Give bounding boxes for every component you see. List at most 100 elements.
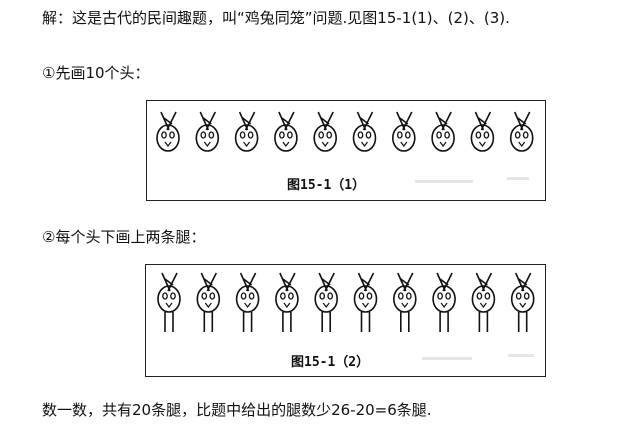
eye-left: [357, 131, 364, 139]
eye-right: [170, 292, 176, 300]
beak: [321, 141, 329, 147]
head-outline: [471, 285, 496, 313]
chicken-head: [234, 111, 259, 152]
head-outline: [314, 285, 338, 313]
ear-strokes: [396, 111, 413, 131]
ear-strokes: [475, 272, 493, 292]
beak: [518, 141, 526, 147]
head-outline: [274, 124, 298, 152]
eye-right: [366, 292, 373, 300]
beak: [400, 141, 408, 147]
eye-right: [209, 292, 216, 300]
beak: [243, 141, 251, 147]
ear-strokes: [279, 272, 296, 292]
eye-right: [326, 131, 333, 139]
chicken-head: [352, 111, 377, 152]
head-outline: [157, 285, 181, 313]
eye-left: [476, 292, 483, 300]
scan-speck: [422, 357, 472, 360]
chicken-head: [391, 111, 416, 152]
eye-left: [162, 292, 168, 300]
beak: [439, 141, 447, 147]
ear-strokes: [397, 272, 414, 292]
eye-left: [239, 131, 246, 139]
head-outline: [313, 124, 337, 152]
head-outline: [196, 285, 221, 313]
scan-speck: [508, 354, 534, 357]
beak: [165, 302, 173, 308]
chicken-head: [509, 111, 534, 152]
eye-left: [201, 292, 208, 300]
eye-left: [358, 292, 365, 300]
eye-right: [247, 131, 254, 139]
eye-left: [240, 292, 247, 300]
head-outline: [275, 285, 299, 313]
ear-strokes: [238, 111, 256, 131]
solution-intro-text: 解：这是古代的民间趣题，叫“鸡兔同笼”问题.见图15-1(1)、(2)、(3).: [42, 9, 510, 27]
ear-strokes: [278, 111, 295, 131]
beak: [283, 302, 291, 308]
ear-strokes: [317, 111, 334, 131]
beak: [204, 302, 212, 308]
eye-left: [437, 292, 443, 300]
eye-left: [279, 131, 285, 139]
figure-15-1-1: 图15-1（1）: [146, 100, 546, 201]
ear-strokes: [514, 272, 532, 292]
eye-right: [327, 292, 334, 300]
chicken-head: [196, 272, 221, 332]
beak: [519, 302, 527, 308]
eye-right: [288, 292, 294, 300]
head-outline: [234, 124, 259, 152]
chicken-head: [313, 111, 337, 152]
eye-right: [445, 292, 451, 300]
step2-text: ②每个头下画上两条腿：: [42, 228, 206, 246]
chicken-head: [431, 111, 455, 152]
chicken-head: [392, 272, 417, 332]
beak: [401, 302, 409, 308]
head-outline: [431, 124, 455, 152]
eye-right: [169, 131, 175, 139]
eye-left: [318, 131, 325, 139]
chicken-head: [275, 272, 299, 332]
beak: [203, 141, 211, 147]
figure-caption: 图15-1（2）: [291, 355, 370, 370]
head-outline: [195, 124, 220, 152]
ear-strokes: [239, 272, 257, 292]
ear-strokes: [435, 111, 452, 131]
eye-right: [483, 131, 490, 139]
eye-left: [514, 131, 521, 139]
beak: [164, 141, 172, 147]
beak: [361, 141, 368, 147]
head-outline: [235, 285, 260, 313]
chicken-head: [157, 272, 181, 332]
head-outline: [470, 124, 495, 152]
conclusion-text: 数一数，共有20条腿，比题中给出的腿数少26-20=6条腿.: [42, 401, 432, 419]
eye-right: [208, 131, 215, 139]
ear-strokes: [161, 272, 178, 292]
beak: [362, 302, 369, 308]
figure-15-1-2: 图15-1（2）: [145, 264, 546, 377]
scan-speck: [415, 180, 473, 183]
eye-left: [200, 131, 207, 139]
ear-strokes: [356, 111, 374, 131]
figure-caption: 图15-1（1）: [287, 178, 366, 193]
chicken-head: [156, 111, 180, 152]
eye-right: [404, 131, 411, 139]
eye-left: [475, 131, 482, 139]
chicken-head: [432, 272, 456, 332]
chicken-head: [471, 272, 496, 332]
eye-left: [280, 292, 286, 300]
ear-strokes: [199, 111, 217, 131]
head-outline: [156, 124, 180, 152]
eye-right: [444, 131, 450, 139]
head-outline: [391, 124, 416, 152]
chicken-head: [353, 272, 378, 332]
head-outline: [510, 285, 535, 313]
beak: [479, 302, 487, 308]
eye-right: [484, 292, 491, 300]
eye-left: [319, 292, 326, 300]
ear-strokes: [513, 111, 531, 131]
chicken-head: [470, 111, 495, 152]
step1-text: ①先画10个头：: [42, 64, 150, 82]
beak: [244, 302, 252, 308]
